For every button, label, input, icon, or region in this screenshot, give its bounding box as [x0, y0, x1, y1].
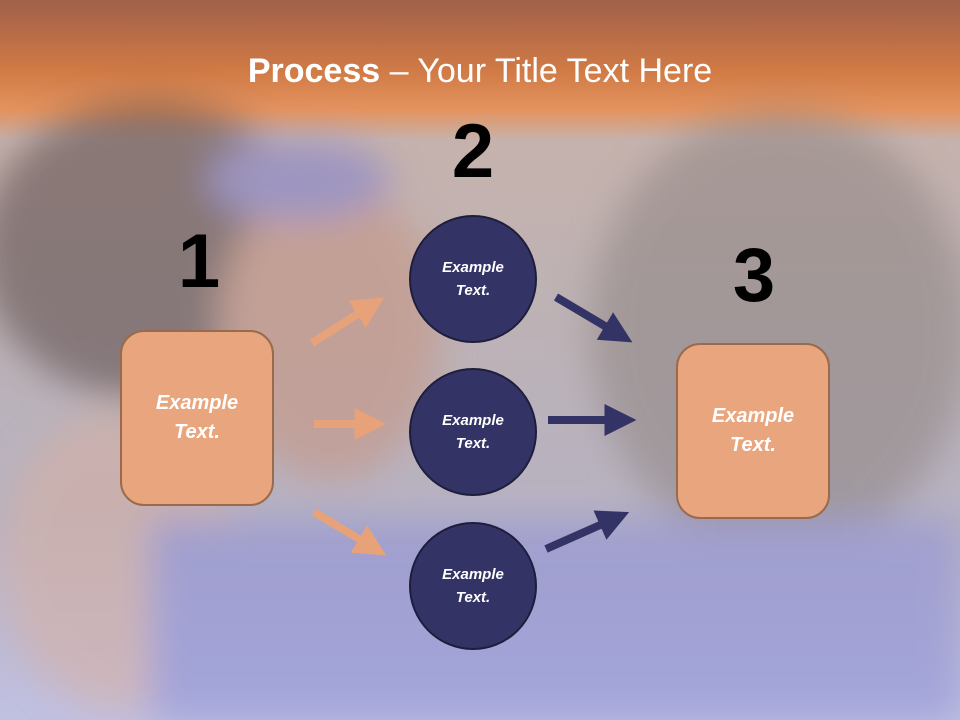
step-number-1: 1	[177, 219, 221, 304]
circle-middle-text-line2: Text.	[455, 435, 491, 452]
step-2-circle-middle: Example Text.	[409, 368, 537, 496]
slide-title: Process – Your Title Text Here	[0, 52, 960, 91]
step-1-box: Example Text.	[120, 330, 274, 506]
circle-top-text-line2: Text.	[455, 282, 491, 299]
step-number-2: 2	[451, 109, 495, 194]
step-3-box: Example Text.	[676, 343, 830, 519]
step-3-text-line2: Text.	[730, 434, 776, 456]
circle-top-text-line1: Example	[442, 259, 504, 276]
arrow-bottom-to-3	[544, 510, 630, 553]
title-dash: –	[380, 52, 418, 90]
step-2-circle-top: Example Text.	[409, 215, 537, 343]
title-rest: Your Title Text Here	[417, 52, 713, 90]
circle-middle-text-line1: Example	[442, 412, 504, 429]
step-1-text-line2: Text.	[174, 421, 220, 443]
circle-bottom-text-line2: Text.	[455, 589, 491, 606]
step-number-3: 3	[732, 233, 776, 318]
arrow-1-to-top	[309, 297, 385, 347]
step-1-text-line1: Example	[155, 392, 239, 414]
arrow-top-to-3	[553, 293, 633, 343]
arrow-1-to-bottom	[311, 508, 387, 556]
step-3-text-line1: Example	[711, 405, 795, 427]
step-2-circle-bottom: Example Text.	[409, 522, 537, 650]
title-bold: Process	[247, 52, 381, 90]
circle-bottom-text-line1: Example	[442, 566, 504, 583]
